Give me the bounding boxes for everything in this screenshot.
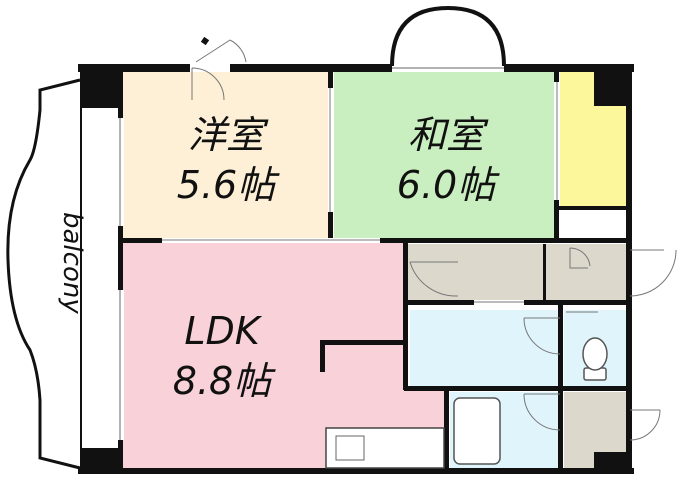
door-storage bbox=[409, 261, 459, 297]
door-bath bbox=[523, 393, 561, 431]
wall-bath-left bbox=[444, 388, 449, 470]
ldk-room-name: LDK bbox=[184, 309, 262, 353]
japanese-room bbox=[334, 72, 556, 240]
column-bottom-right bbox=[594, 452, 632, 474]
column-bottom-left bbox=[80, 448, 122, 474]
column-top-right bbox=[594, 64, 632, 106]
sink-icon bbox=[335, 435, 365, 461]
japanese-room-size: 6.0帖 bbox=[397, 163, 500, 207]
western-room-size: 5.6帖 bbox=[177, 163, 280, 207]
wall-closet-bottom bbox=[558, 206, 628, 210]
washroom bbox=[410, 310, 560, 386]
toilet-icon bbox=[582, 337, 608, 381]
ldk-room bbox=[122, 242, 446, 470]
wall-bottom bbox=[78, 468, 634, 474]
japanese-room-name: 和室 bbox=[408, 113, 489, 157]
wall-ldk-service bbox=[403, 242, 408, 390]
door-western-top bbox=[191, 67, 225, 101]
wall-left bbox=[118, 64, 123, 474]
western-room-name: 洋室 bbox=[188, 113, 269, 157]
bay-window bbox=[390, 5, 506, 67]
door-entrance bbox=[629, 409, 661, 441]
balcony-outline bbox=[6, 78, 81, 470]
wall-storage-divider bbox=[543, 244, 546, 302]
door-outside-top bbox=[195, 39, 247, 63]
door-storage-right bbox=[569, 247, 591, 269]
wall-right bbox=[626, 64, 632, 474]
door-washroom bbox=[523, 317, 561, 355]
bathtub-icon bbox=[453, 397, 501, 465]
storage-left bbox=[406, 244, 544, 300]
western-room bbox=[122, 72, 330, 240]
door-entrance-upper bbox=[629, 249, 677, 297]
wall-wash-bottom bbox=[404, 386, 630, 391]
door-western-top-gap bbox=[190, 64, 230, 72]
balcony-label: balcony bbox=[57, 212, 87, 314]
column-top-left bbox=[80, 64, 122, 108]
kitchen-counter bbox=[325, 427, 445, 469]
storage-right bbox=[546, 244, 626, 300]
ldk-room-size: 8.8帖 bbox=[173, 359, 276, 403]
wall-top bbox=[78, 64, 634, 72]
wall-ldk-partition-v bbox=[320, 340, 325, 372]
balcony-inner-line bbox=[80, 82, 82, 466]
wall-ldk-partition-h bbox=[320, 340, 404, 345]
